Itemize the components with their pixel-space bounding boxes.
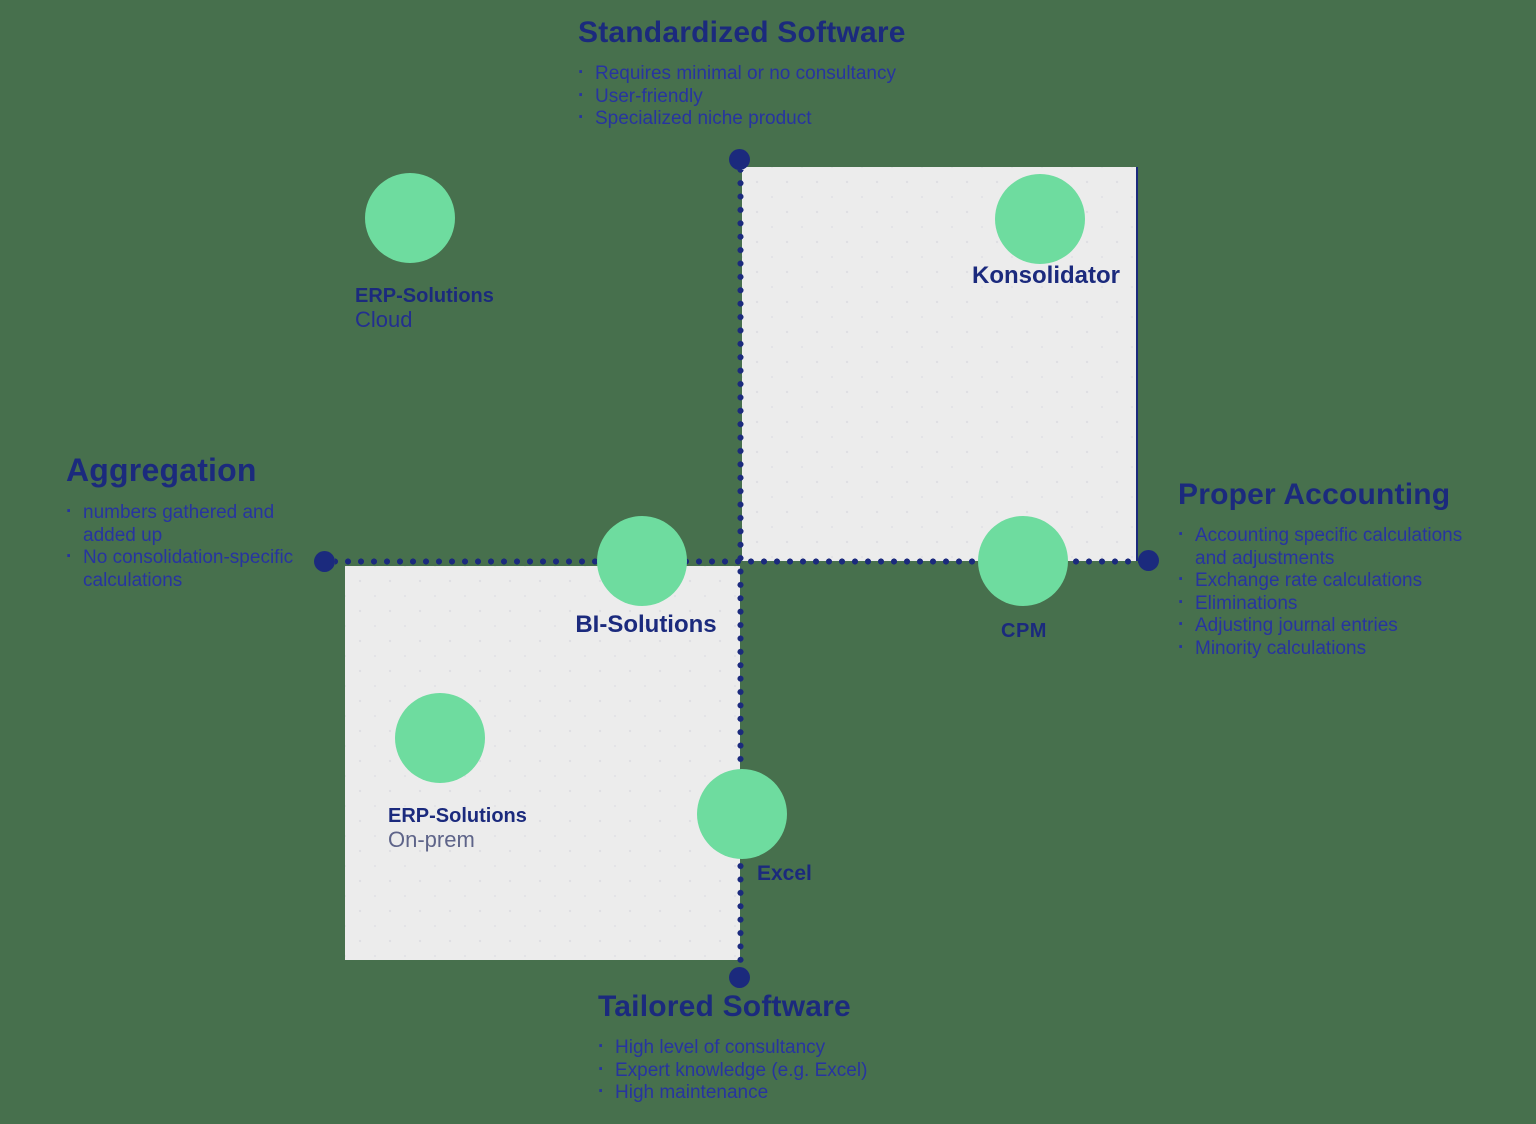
section-bullets-tailored-software: High level of consultancy Expert knowled…	[598, 1036, 1018, 1105]
section-aggregation: Aggregation numbers gathered and added u…	[66, 452, 306, 592]
section-bullets-standardized-software: Requires minimal or no consultancy User-…	[578, 62, 998, 131]
section-bullets-aggregation: numbers gathered and added up No consoli…	[66, 501, 306, 592]
bullet-item: Requires minimal or no consultancy	[578, 62, 998, 86]
section-proper-accounting: Proper Accounting Accounting specific ca…	[1178, 478, 1478, 660]
section-title-standardized-software: Standardized Software	[578, 16, 906, 49]
section-title-tailored-software: Tailored Software	[598, 990, 851, 1023]
label-erp-onprem: ERP-Solutions On-prem	[388, 804, 527, 852]
label-excel: Excel	[757, 862, 812, 885]
bubble-konsolidator	[995, 174, 1085, 264]
bullet-item: User-friendly	[578, 85, 998, 109]
label-erp-cloud: ERP-Solutions Cloud	[355, 285, 494, 331]
axis-endpoint-bottom-dot	[729, 967, 750, 988]
bullet-item: Minority calculations	[1178, 637, 1478, 661]
label-erp-onprem-main: ERP-Solutions	[388, 805, 527, 827]
bullet-item: High maintenance	[598, 1081, 1018, 1105]
bubble-erp-onprem	[395, 693, 485, 783]
bullet-item: High level of consultancy	[598, 1036, 1018, 1060]
label-konsolidator: Konsolidator	[972, 262, 1120, 289]
bubble-erp-cloud	[365, 173, 455, 263]
vertical-axis-dotted-line	[737, 170, 744, 973]
bubble-cpm	[978, 516, 1068, 606]
axis-endpoint-right-dot	[1138, 550, 1159, 571]
section-bullets-proper-accounting: Accounting specific calculations and adj…	[1178, 524, 1478, 661]
bullet-item: No consolidation-specific calculations	[66, 546, 306, 592]
section-title-proper-accounting: Proper Accounting	[1178, 478, 1451, 511]
label-erp-cloud-main: ERP-Solutions	[355, 285, 494, 307]
axis-endpoint-top-dot	[729, 149, 750, 170]
bullet-item: Exchange rate calculations	[1178, 569, 1478, 593]
section-standardized-software: Standardized Software Requires minimal o…	[578, 16, 998, 131]
bullet-item: numbers gathered and added up	[66, 501, 306, 547]
bullet-item: Expert knowledge (e.g. Excel)	[598, 1059, 1018, 1083]
bubble-excel	[697, 769, 787, 859]
label-cpm: CPM	[1001, 620, 1047, 642]
bullet-item: Adjusting journal entries	[1178, 614, 1478, 638]
bullet-item: Accounting specific calculations and adj…	[1178, 524, 1478, 570]
bubble-bi-solutions	[597, 516, 687, 606]
section-tailored-software: Tailored Software High level of consulta…	[598, 990, 1018, 1105]
section-title-aggregation: Aggregation	[66, 452, 257, 488]
bullet-item: Specialized niche product	[578, 107, 998, 131]
bullet-item: Eliminations	[1178, 592, 1478, 616]
label-erp-cloud-sub: Cloud	[355, 307, 413, 332]
axis-endpoint-left-dot	[314, 551, 335, 572]
label-erp-onprem-sub: On-prem	[388, 827, 475, 852]
label-bi-solutions: BI-Solutions	[575, 611, 717, 638]
